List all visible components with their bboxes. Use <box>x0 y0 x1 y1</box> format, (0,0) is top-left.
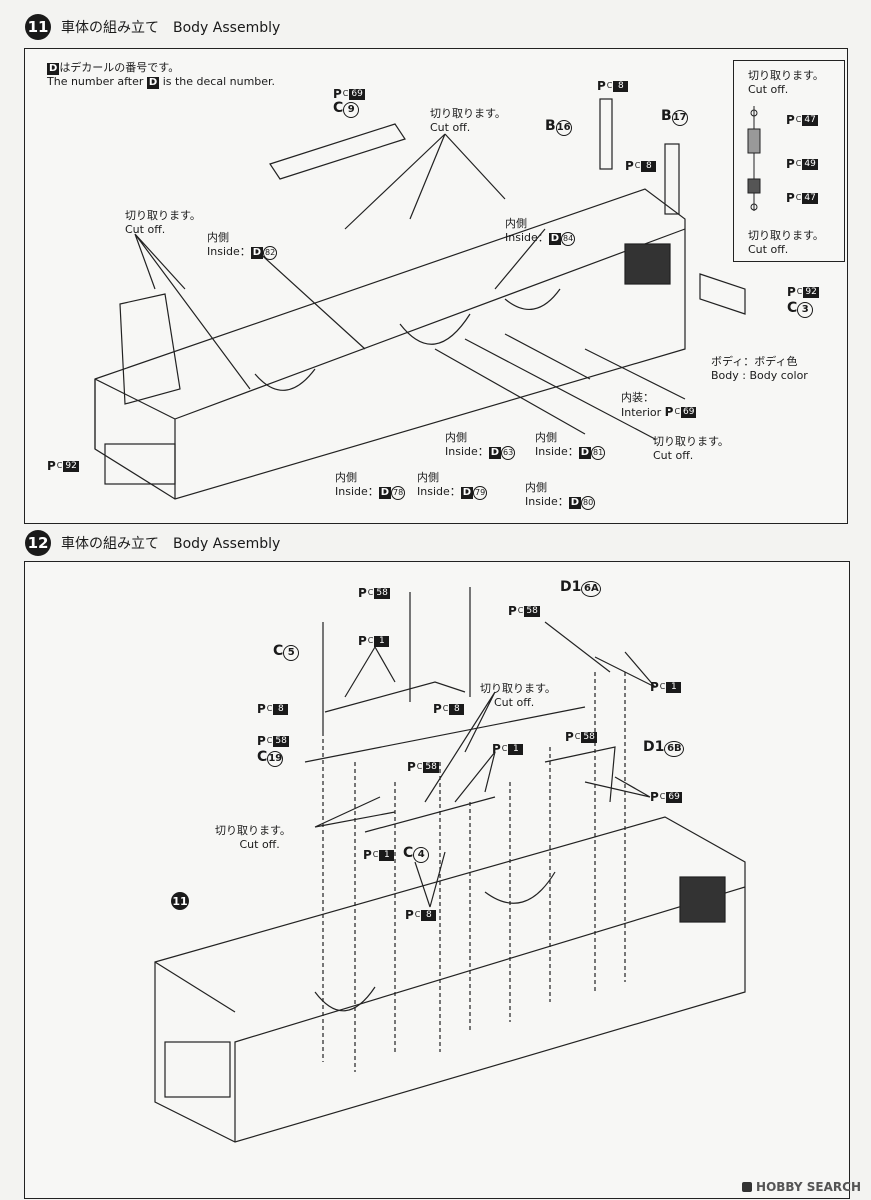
decal-note-en-a: The number after <box>47 75 147 88</box>
step-title: 車体の組み立て Body Assembly <box>61 536 281 552</box>
decal-letter-box-2: D <box>146 77 160 89</box>
part-c19: C19 <box>257 749 284 767</box>
bus-body-diagram-12 <box>154 587 746 1143</box>
decal-note-jp: はデカールの番号です。 <box>59 61 180 74</box>
watermark: HOBBY SEARCH <box>742 1180 861 1194</box>
inset-part-diagram <box>747 106 761 211</box>
step-11-header: 11 車体の組み立て Body Assembly <box>25 12 280 42</box>
cut-off-label-right: 切り取ります。Cut off. <box>653 435 729 462</box>
step-ref-11: 11 <box>171 892 189 910</box>
inset-cut-off-bottom: 切り取ります。Cut off. <box>748 229 824 256</box>
step-12-header: 12 車体の組み立て Body Assembly <box>25 528 280 558</box>
step-number: 12 <box>25 530 51 556</box>
cut-off-label-top: 切り取ります。Cut off. <box>430 107 506 134</box>
part-b17: B17 <box>661 108 688 126</box>
step-title: 車体の組み立て Body Assembly <box>61 20 281 36</box>
watermark-text: HOBBY SEARCH <box>756 1180 861 1194</box>
logo-icon <box>742 1182 753 1192</box>
bus-body-diagram-11 <box>94 98 746 500</box>
decal-note-en-b: is the decal number. <box>159 75 276 88</box>
cut-off-label-top: 切り取ります。 Cut off. <box>480 682 556 709</box>
cut-off-label-left: 切り取ります。 Cut off. <box>215 824 291 851</box>
step-number: 11 <box>25 14 51 40</box>
inset-cut-off-top: 切り取ります。Cut off. <box>748 69 824 96</box>
decal-letter-box: D <box>47 63 60 75</box>
part-b16: B16 <box>545 118 572 136</box>
cut-off-label-left: 切り取ります。Cut off. <box>125 209 201 236</box>
